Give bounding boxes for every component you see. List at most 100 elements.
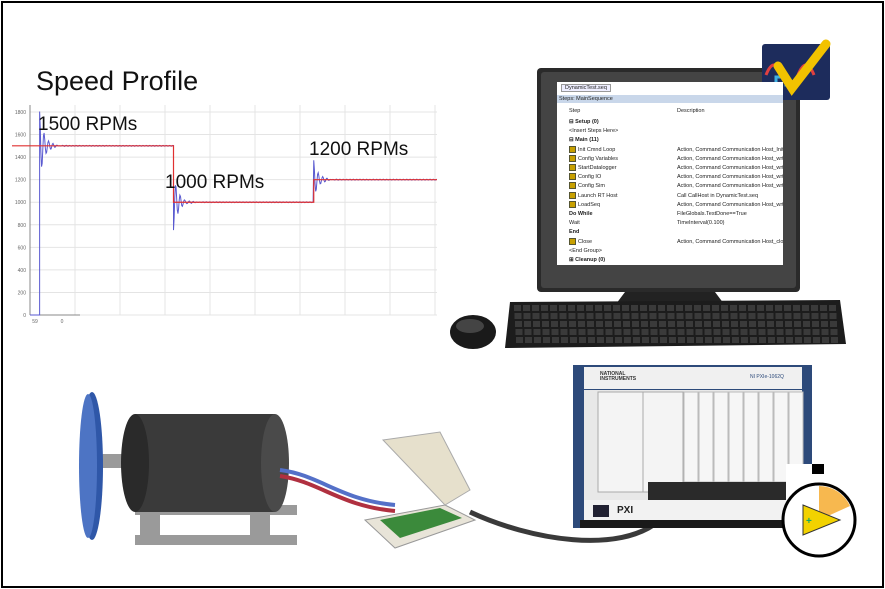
key xyxy=(830,329,838,335)
sequence-tab[interactable]: DynamicTest.seq xyxy=(561,84,611,92)
key xyxy=(640,313,648,319)
key xyxy=(568,313,576,319)
key xyxy=(777,337,784,343)
key xyxy=(596,321,603,327)
key xyxy=(667,305,674,311)
key xyxy=(730,305,737,311)
key xyxy=(561,337,568,343)
motor-cable-red xyxy=(279,474,396,513)
y-tick-label: 600 xyxy=(18,245,27,251)
key xyxy=(640,305,647,311)
key xyxy=(703,313,711,319)
key xyxy=(713,321,720,327)
key xyxy=(595,305,602,311)
step-row[interactable]: ⊟ Setup (0) xyxy=(557,118,783,127)
key xyxy=(748,305,755,311)
key xyxy=(541,305,548,311)
key xyxy=(748,313,756,319)
key xyxy=(658,313,666,319)
setpoint-series-line xyxy=(12,145,437,203)
step-row[interactable]: Config IO Action, Command Communication H… xyxy=(557,173,783,182)
step-name: Init Cmnd Loop xyxy=(569,145,615,155)
step-icon xyxy=(569,154,576,162)
y-tick-label: 1800 xyxy=(15,110,26,116)
step-icon xyxy=(569,191,576,199)
key xyxy=(685,313,693,319)
key xyxy=(659,329,667,335)
key xyxy=(714,337,721,343)
key xyxy=(820,305,827,311)
key xyxy=(650,321,657,327)
key xyxy=(587,321,594,327)
step-row[interactable]: ⊟ Main (11) xyxy=(557,136,783,145)
step-name: End xyxy=(569,229,580,236)
teststand-window: DynamicTest.seq Steps: MainSequence Step… xyxy=(557,82,783,265)
key xyxy=(560,321,567,327)
key xyxy=(722,321,729,327)
step-row[interactable]: <End Group> xyxy=(557,247,783,256)
step-name: Launch RT Host xyxy=(569,191,618,201)
step-row[interactable]: End xyxy=(557,228,783,237)
step-description: Action, Command Communication Host_wrt(T… xyxy=(677,174,783,181)
key xyxy=(577,313,585,319)
annotation-1000: 1000 RPMs xyxy=(165,172,265,193)
key xyxy=(739,313,747,319)
key xyxy=(749,329,757,335)
key xyxy=(767,321,774,327)
step-name: Config IO xyxy=(569,173,601,182)
chassis-slot xyxy=(683,391,699,483)
key xyxy=(570,337,577,343)
terminal-block xyxy=(363,431,477,549)
key xyxy=(559,313,567,319)
key xyxy=(695,329,703,335)
key xyxy=(651,337,658,343)
key xyxy=(721,313,729,319)
key xyxy=(803,329,811,335)
key xyxy=(821,321,828,327)
key xyxy=(641,329,649,335)
key xyxy=(523,305,530,311)
key xyxy=(551,321,558,327)
key xyxy=(676,305,683,311)
key xyxy=(604,313,612,319)
key xyxy=(811,305,818,311)
key xyxy=(649,305,656,311)
key xyxy=(750,337,757,343)
key xyxy=(579,337,586,343)
key xyxy=(766,305,773,311)
step-name: Do While xyxy=(569,211,593,217)
key xyxy=(785,329,793,335)
key xyxy=(740,329,748,335)
key xyxy=(731,329,739,335)
pxi-model: NI PXIe-1062Q xyxy=(750,374,784,380)
key xyxy=(695,321,702,327)
y-tick-label: 1000 xyxy=(15,200,26,206)
key xyxy=(705,337,712,343)
key xyxy=(577,305,584,311)
key xyxy=(712,305,719,311)
key xyxy=(767,329,775,335)
chassis-slot xyxy=(728,391,744,483)
step-icon xyxy=(569,237,576,245)
key xyxy=(552,337,559,343)
annotation-1500: 1500 RPMs xyxy=(38,114,138,135)
key xyxy=(595,313,603,319)
key xyxy=(784,313,792,319)
key xyxy=(613,313,621,319)
key xyxy=(723,337,730,343)
step-row[interactable]: ⊞ Cleanup (0) xyxy=(557,256,783,265)
step-row[interactable]: <Insert Steps Here> xyxy=(557,127,783,136)
key xyxy=(514,305,521,311)
key xyxy=(776,329,784,335)
key xyxy=(514,313,522,319)
